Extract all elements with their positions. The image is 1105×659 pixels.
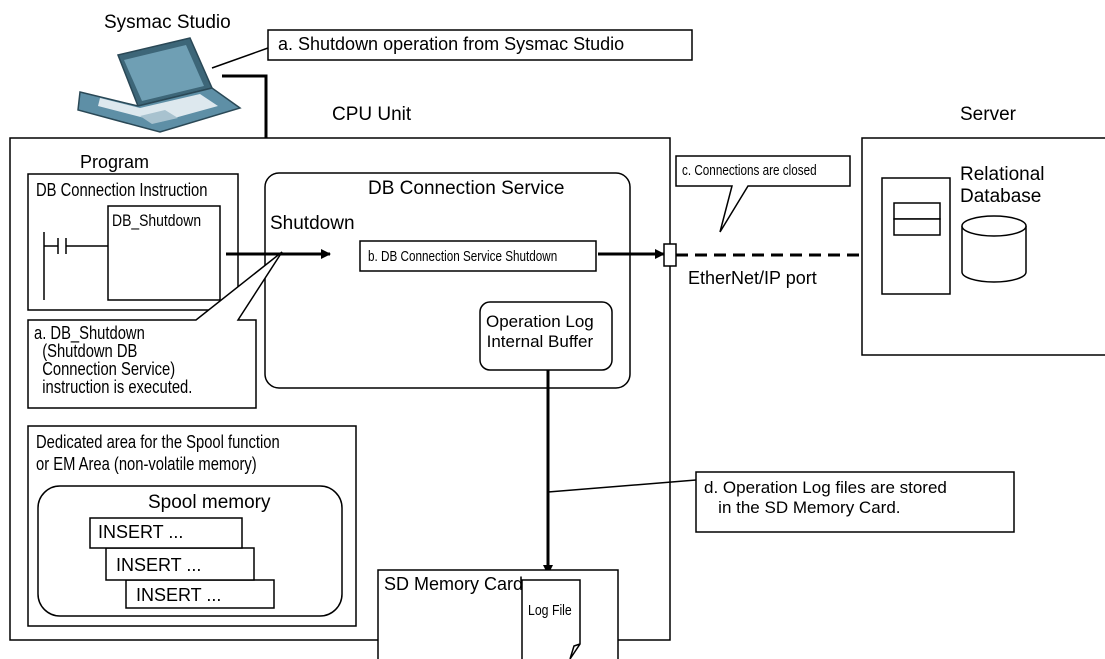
insert-box-1 xyxy=(89,517,243,549)
connections-closed-text: c. Connections are closed xyxy=(682,162,817,179)
program-label: Program xyxy=(80,152,150,172)
spool-area-label: Dedicated area for the Spool function or… xyxy=(36,432,280,474)
callout-db-shutdown-text: a. DB_Shutdown (Shutdown DB Connection S… xyxy=(34,323,193,397)
sysmac-to-cpu-cable xyxy=(222,74,268,138)
database-cylinder-icon xyxy=(961,215,1027,283)
ladder-contact-icon xyxy=(43,232,108,300)
insert-text-1: INSERT ... xyxy=(98,522,184,542)
insert-box-2 xyxy=(105,547,255,581)
insert-text-3: INSERT ... xyxy=(136,585,222,605)
operation-log-buffer-box xyxy=(479,301,613,371)
ethernet-port-label: EtherNet/IP port xyxy=(688,268,817,288)
db-shutdown-label: DB_Shutdown xyxy=(112,211,202,230)
log-file-icon xyxy=(521,579,581,659)
operation-log-buffer-label: Operation Log Internal Buffer xyxy=(486,312,594,351)
callout-db-shutdown-box xyxy=(27,251,283,409)
db-shutdown-block xyxy=(107,205,221,301)
server-tower-icon xyxy=(881,177,951,295)
cpu-unit-box xyxy=(9,137,671,641)
spool-memory-label: Spool memory xyxy=(148,492,271,513)
callout-sysmac-shutdown-text: a. Shutdown operation from Sysmac Studio xyxy=(278,34,625,54)
server-box xyxy=(861,137,1105,356)
shutdown-label: Shutdown xyxy=(270,213,355,234)
sysmac-studio-label: Sysmac Studio xyxy=(104,12,231,33)
sd-memory-card-label: SD Memory Card xyxy=(384,574,524,594)
callout-sysmac-shutdown-box xyxy=(267,29,693,61)
insert-text-2: INSERT ... xyxy=(116,555,202,575)
cpu-unit-label: CPU Unit xyxy=(332,104,412,125)
callout-connections-closed-box xyxy=(675,155,851,233)
callout-log-stored-text: d. Operation Log files are stored in the… xyxy=(704,478,947,518)
db-connection-service-label: DB Connection Service xyxy=(368,178,565,199)
db-connection-instruction-label: DB Connection Instruction xyxy=(36,180,208,200)
service-shutdown-text: b. DB Connection Service Shutdown xyxy=(368,248,558,265)
service-shutdown-box xyxy=(359,240,597,272)
server-label: Server xyxy=(960,104,1016,125)
log-file-label: Log File xyxy=(528,602,572,619)
insert-box-3 xyxy=(125,579,275,609)
callout-log-stored-box xyxy=(695,471,1015,533)
callout-log-stored-leader xyxy=(547,479,697,493)
sysmac-callout-leader xyxy=(211,47,269,69)
ethernet-port-icon xyxy=(663,243,677,267)
relational-database-label: Relational Database xyxy=(960,164,1045,207)
laptop-icon xyxy=(77,37,242,133)
